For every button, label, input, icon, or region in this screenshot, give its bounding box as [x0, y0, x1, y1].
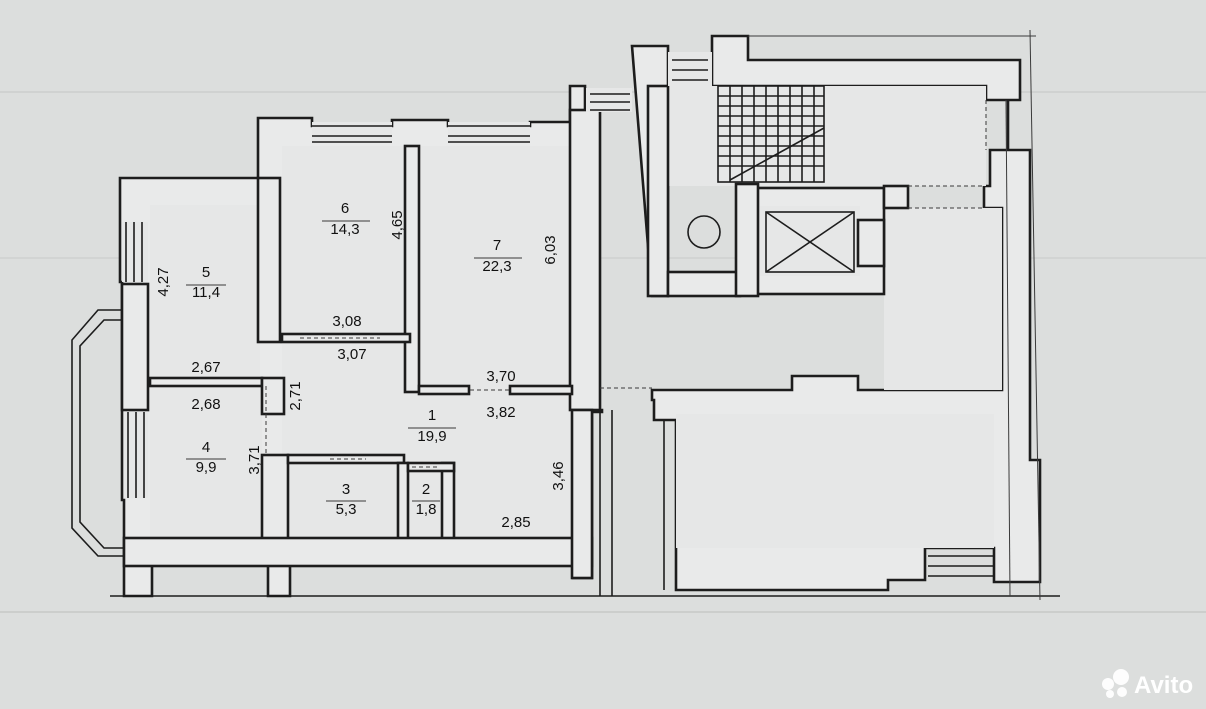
dim-room4-width: 2,68 [191, 396, 220, 413]
dim-room7-height: 6,03 [542, 235, 559, 264]
riser-circle [687, 215, 721, 249]
room-5-area: 11,4 [192, 284, 220, 301]
dimension-labels: 4,27 4,65 6,03 3,08 3,07 2,67 2,68 2,71 … [155, 210, 567, 531]
apartment-walls [71, 84, 604, 598]
dim-hall-height: 2,71 [287, 381, 304, 410]
room-7-area: 22,3 [482, 258, 511, 275]
room-3-number: 3 [342, 481, 350, 498]
dim-hall-bottom-width: 2,85 [501, 514, 530, 531]
dim-hall-right-width: 3,82 [486, 404, 515, 421]
dim-room7-width: 3,70 [486, 368, 515, 385]
room-1-number: 1 [428, 407, 436, 424]
dim-hall-top-width: 3,07 [337, 346, 366, 363]
room-2-number: 2 [422, 481, 430, 498]
room-4-number: 4 [202, 439, 210, 456]
avito-watermark: Avito [1102, 669, 1193, 699]
room-4-area: 9,9 [196, 459, 217, 476]
frame-lines [110, 29, 1060, 601]
dim-room5-width: 2,67 [191, 359, 220, 376]
room-3-area: 5,3 [336, 501, 357, 518]
dim-room5-height: 4,27 [155, 267, 172, 296]
room-labels: 5 11,4 6 14,3 7 22,3 1 19,9 4 9,9 3 5,3 … [186, 200, 522, 518]
room-2-area: 1,8 [416, 501, 437, 518]
room-6-number: 6 [341, 200, 349, 217]
watermark-text: Avito [1134, 672, 1193, 699]
room-7-number: 7 [493, 237, 501, 254]
room-5-number: 5 [202, 264, 210, 281]
room-6-area: 14,3 [330, 221, 359, 238]
dim-room6-height: 4,65 [389, 210, 406, 239]
dim-hall-right-height: 3,46 [550, 461, 567, 490]
common-area-walls [586, 34, 1042, 596]
dim-room6-width: 3,08 [332, 313, 361, 330]
staircase [717, 85, 825, 183]
room-1-area: 19,9 [417, 428, 446, 445]
dim-room4-height: 3,71 [246, 445, 263, 474]
avito-logo-icon [1102, 669, 1129, 698]
